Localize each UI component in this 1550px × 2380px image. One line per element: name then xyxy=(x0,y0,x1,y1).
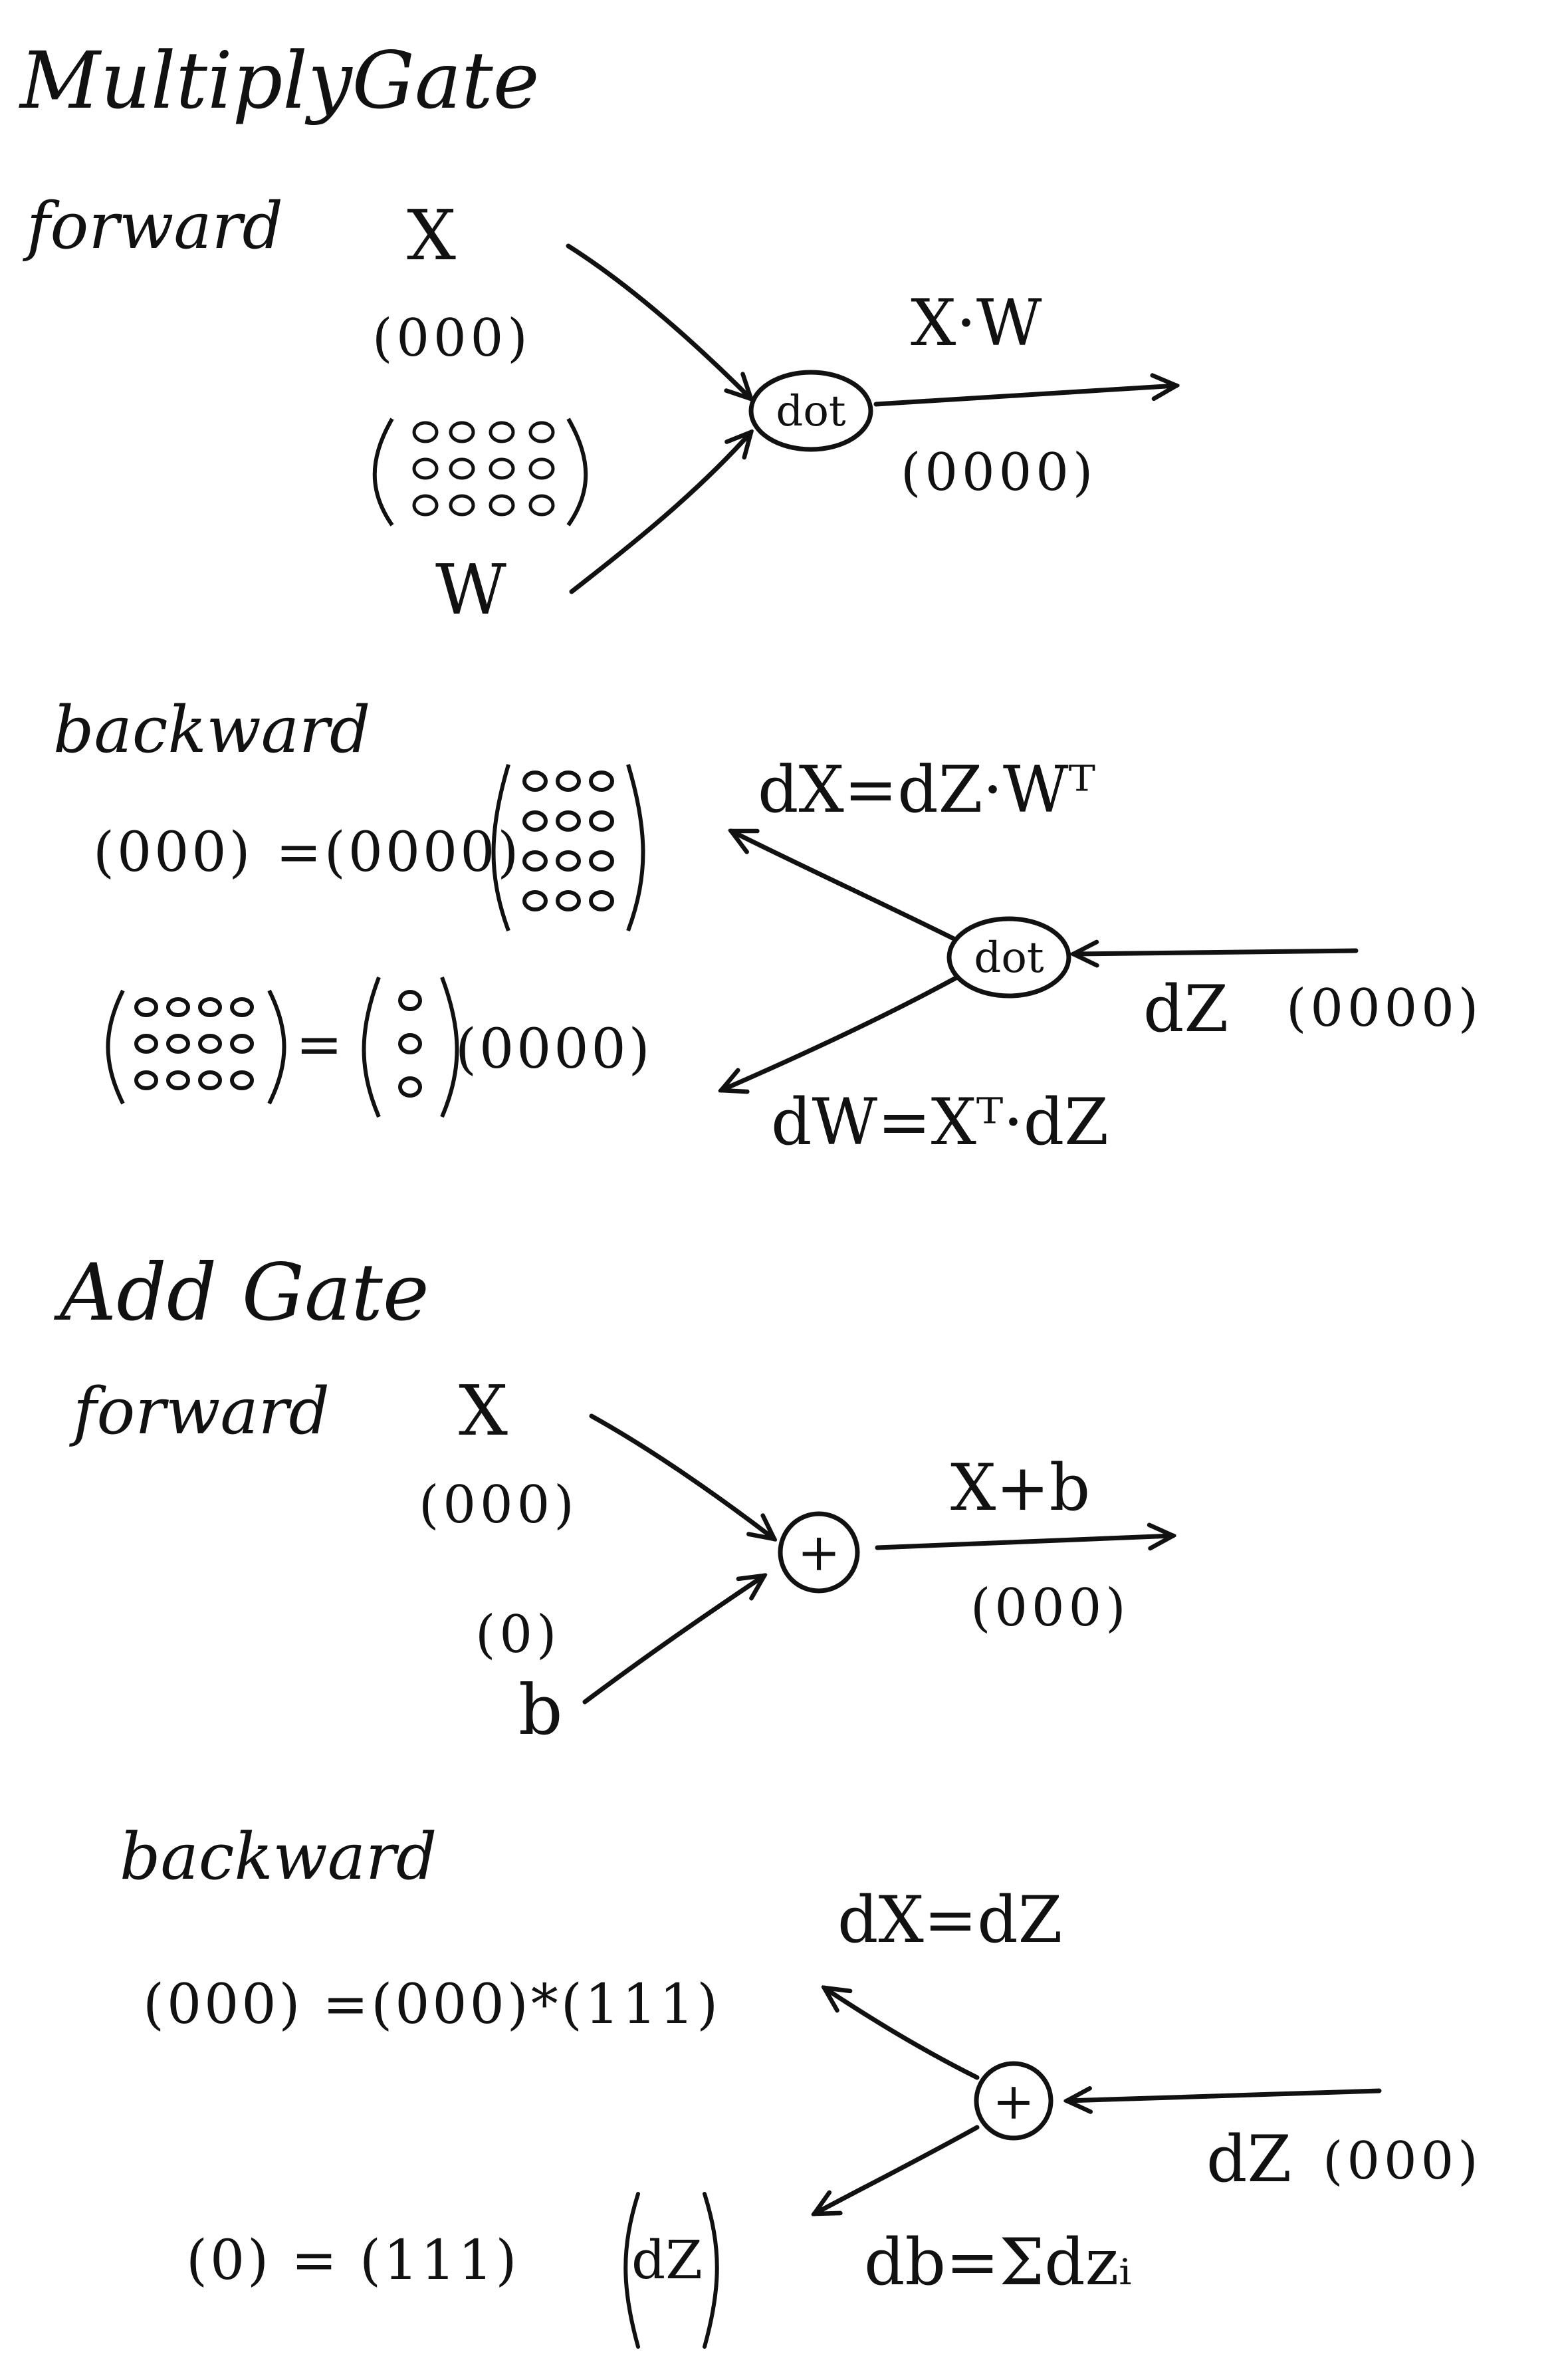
output-label-add: X+b xyxy=(950,1451,1091,1525)
output-shape: (0000) xyxy=(901,443,1097,503)
b-shape: (0) xyxy=(475,1605,561,1665)
b-label: b xyxy=(518,1669,563,1750)
dot-gate-node xyxy=(748,370,873,452)
add-backward-label: backward xyxy=(120,1820,437,1894)
dot-gate-label-backward: dot xyxy=(974,933,1044,983)
eq1-matrix xyxy=(491,764,645,932)
dz-shape-add: (000) xyxy=(1323,2131,1482,2191)
x-input-arrow-add xyxy=(589,1413,774,1539)
eq2-rhs-vector: (0000) xyxy=(455,1018,653,1081)
eq2-column-vector xyxy=(362,976,459,1118)
dot-gate-node-backward xyxy=(946,916,1071,999)
add-eq1: (000) =(000)*(111) xyxy=(143,1973,721,2036)
output-arrow xyxy=(873,386,1176,407)
dz-input-arrow-add xyxy=(1067,2091,1382,2101)
add-gate-node-backward xyxy=(974,2061,1053,2141)
dz-shape: (0000) xyxy=(1286,979,1483,1038)
x-shape-add: (000) xyxy=(419,1475,578,1535)
x-input-arrow xyxy=(566,243,751,399)
eq1-lhs: (000) xyxy=(93,821,253,884)
output-arrow-add xyxy=(875,1536,1173,1548)
dz-label-add: dZ xyxy=(1206,2122,1292,2197)
multiply-gate-title: MultiplyGate xyxy=(20,35,540,126)
add-gate-label-backward: + xyxy=(992,2072,1035,2131)
dz-label: dZ xyxy=(1143,972,1229,1046)
w-input-arrow xyxy=(569,432,751,594)
add-eq2-lhs: (0) = (111) xyxy=(186,2229,520,2292)
output-shape-add: (000) xyxy=(970,1578,1130,1638)
eq1-rhs: =(0000) xyxy=(276,821,522,884)
b-input-arrow xyxy=(582,1576,764,1705)
x-shape: (000) xyxy=(372,308,532,368)
dz-input-arrow xyxy=(1073,951,1359,954)
eq2-lhs-matrix xyxy=(106,989,286,1105)
add-forward-graph xyxy=(582,1413,1173,1705)
add-gate-label: + xyxy=(797,1523,840,1583)
output-label: X·W xyxy=(911,286,1042,360)
multiply-forward-label: forward xyxy=(27,189,283,263)
w-matrix xyxy=(372,417,588,527)
dx-output-arrow xyxy=(731,828,956,941)
dx-formula: dX=dZ·Wᵀ xyxy=(758,753,1095,827)
x-label-add: X xyxy=(459,1370,508,1451)
add-eq2-vector: dZ xyxy=(631,2229,703,2291)
add-backward-graph xyxy=(623,1988,1382,2349)
w-label: W xyxy=(435,549,506,630)
dz-vector-right-bracket xyxy=(703,2192,719,2349)
multiply-backward-graph xyxy=(721,828,1359,1090)
dw-output-arrow xyxy=(721,975,960,1090)
add-forward-label: forward xyxy=(73,1374,330,1449)
dw-formula: dW=Xᵀ·dZ xyxy=(771,1085,1109,1159)
add-gate-title: Add Gate xyxy=(60,1247,429,1338)
eq2-equals: = xyxy=(296,1012,342,1077)
w-matrix-entries xyxy=(412,421,555,517)
dx-formula-add: dX=dZ xyxy=(837,1883,1063,1957)
db-formula: db=Σdzᵢ xyxy=(864,2225,1132,2300)
dx-output-arrow-add xyxy=(824,1988,980,2080)
dz-vector-left-bracket xyxy=(623,2192,640,2349)
dot-gate-label: dot xyxy=(776,387,846,436)
multiply-forward-graph xyxy=(566,243,1176,594)
add-gate-node xyxy=(778,1511,860,1594)
multiply-backward-label: backward xyxy=(53,693,371,767)
db-output-arrow xyxy=(814,2125,980,2216)
x-label: X xyxy=(407,195,457,276)
